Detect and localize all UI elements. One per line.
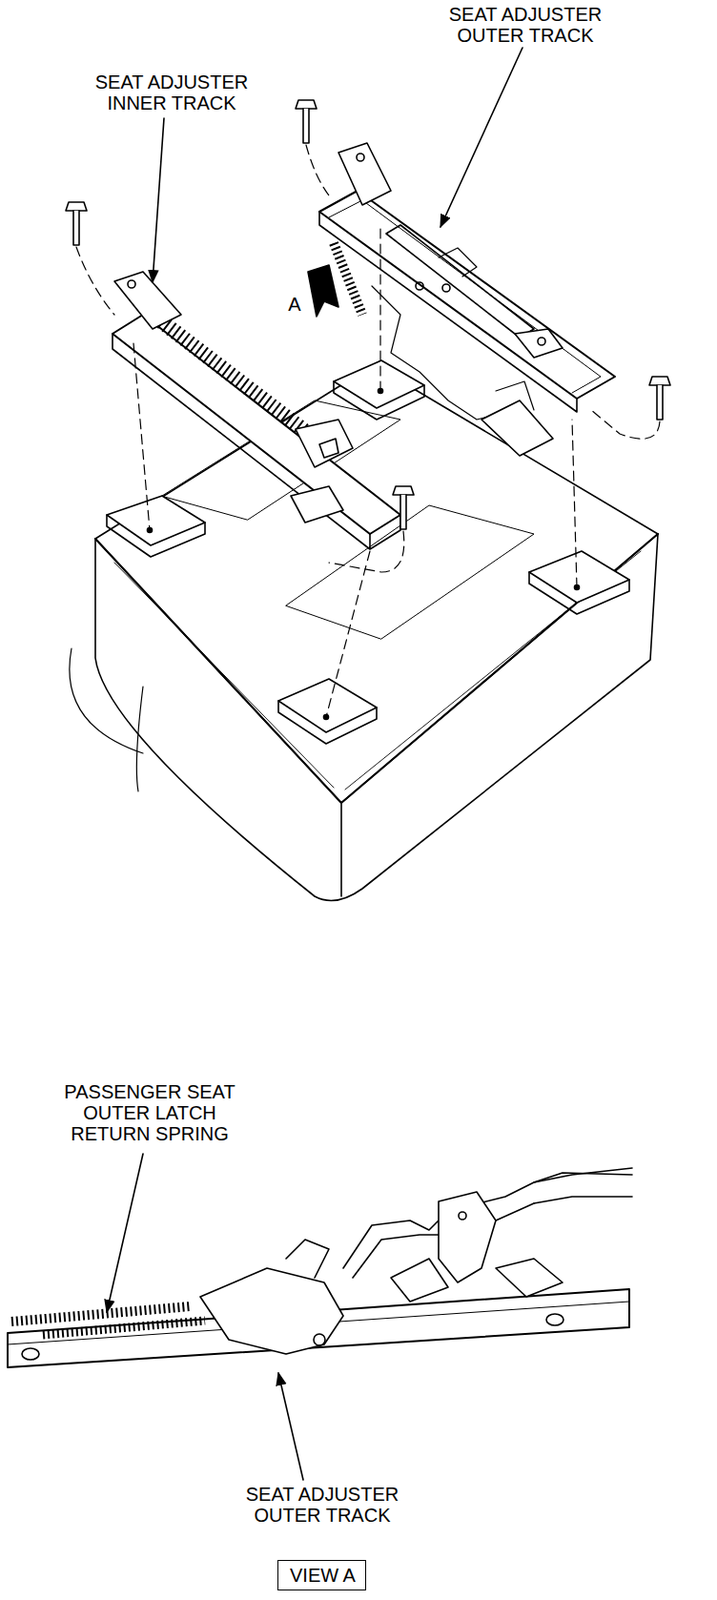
view-label: VIEW A	[289, 1564, 354, 1586]
part-label: A	[280, 293, 309, 315]
part-label: SEAT ADJUSTER OUTER TRACK	[222, 1483, 423, 1526]
part-label: PASSENGER SEAT OUTER LATCH RETURN SPRING	[54, 1081, 246, 1145]
part-label: SEAT ADJUSTER INNER TRACK	[71, 71, 272, 114]
part-label: SEAT ADJUSTER OUTER TRACK	[425, 3, 626, 46]
view-box: VIEW A	[277, 1559, 367, 1591]
